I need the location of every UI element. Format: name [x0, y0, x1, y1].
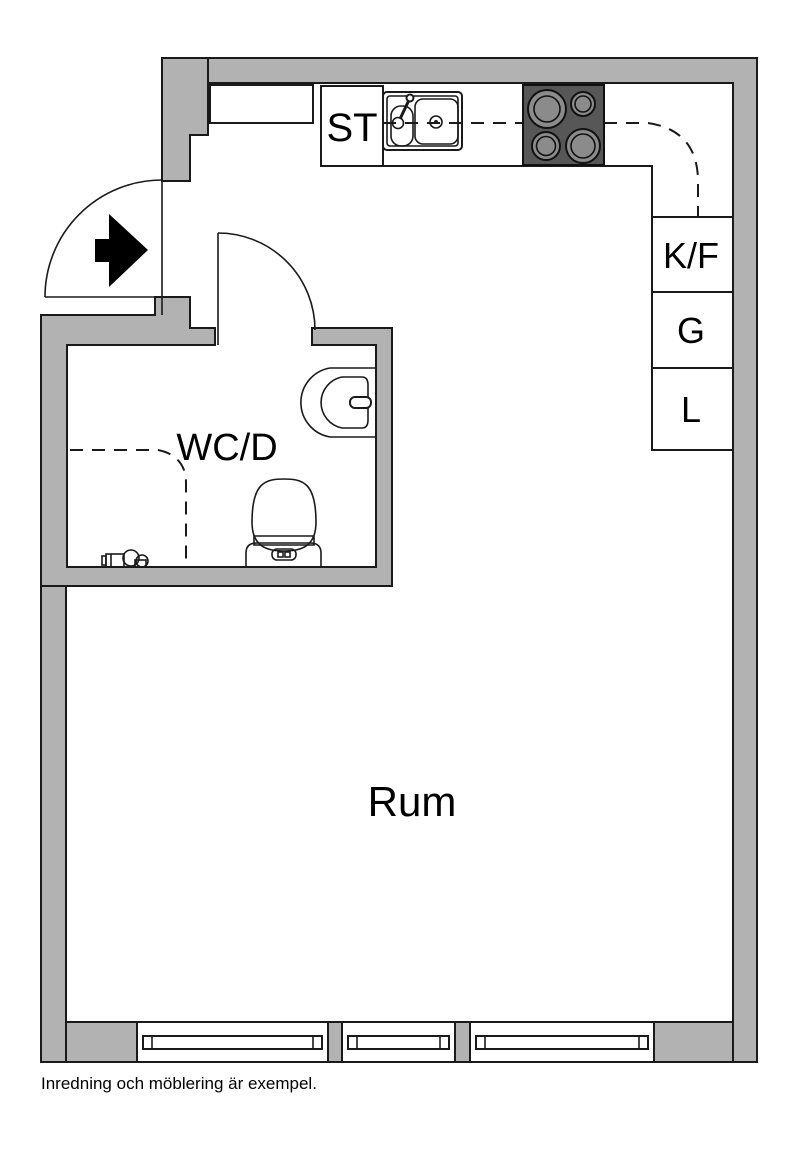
kitchen: ST K/F G L — [209, 84, 734, 451]
linen-closet — [651, 367, 734, 451]
bathroom-label: WC/D — [176, 427, 277, 469]
linen-closet-label: L — [681, 389, 701, 430]
wall-left — [40, 585, 67, 1063]
windows — [136, 1021, 655, 1063]
bathroom: WC/D — [70, 232, 376, 568]
washbasin — [300, 367, 376, 438]
fridge-freezer-label: K/F — [663, 235, 719, 276]
entry-door-arc — [44, 179, 163, 298]
caption: Inredning och möblering är exempel. — [41, 1074, 317, 1093]
wall-top-right — [162, 57, 758, 1063]
wall-upper-left — [161, 57, 209, 182]
counter-cabinet — [209, 84, 314, 124]
toilet — [245, 478, 322, 568]
wall-bottom-3 — [454, 1021, 471, 1063]
fridge-freezer — [651, 216, 734, 293]
window-1 — [136, 1021, 329, 1063]
counter-centerline-2 — [604, 122, 699, 217]
wall-bottom-2 — [327, 1021, 343, 1063]
entry — [44, 179, 163, 315]
wall-bottom-1 — [65, 1021, 138, 1063]
floor-drain-fixture — [101, 549, 149, 568]
entry-direction-arrow-icon — [95, 214, 148, 287]
counter-edge — [383, 165, 733, 218]
wall-bottom-4 — [653, 1021, 734, 1063]
window-3 — [469, 1021, 655, 1063]
wardrobe — [651, 291, 734, 369]
wardrobe-label: G — [677, 310, 705, 351]
stove — [522, 84, 605, 166]
cleaning-closet-label: ST — [326, 106, 377, 150]
wc-door-arc — [217, 232, 316, 331]
window-2 — [341, 1021, 456, 1063]
main-room-label: Rum — [368, 778, 457, 825]
wall-wc — [40, 296, 393, 587]
shower-area-outline — [70, 449, 187, 560]
kitchen-sink — [382, 91, 463, 151]
